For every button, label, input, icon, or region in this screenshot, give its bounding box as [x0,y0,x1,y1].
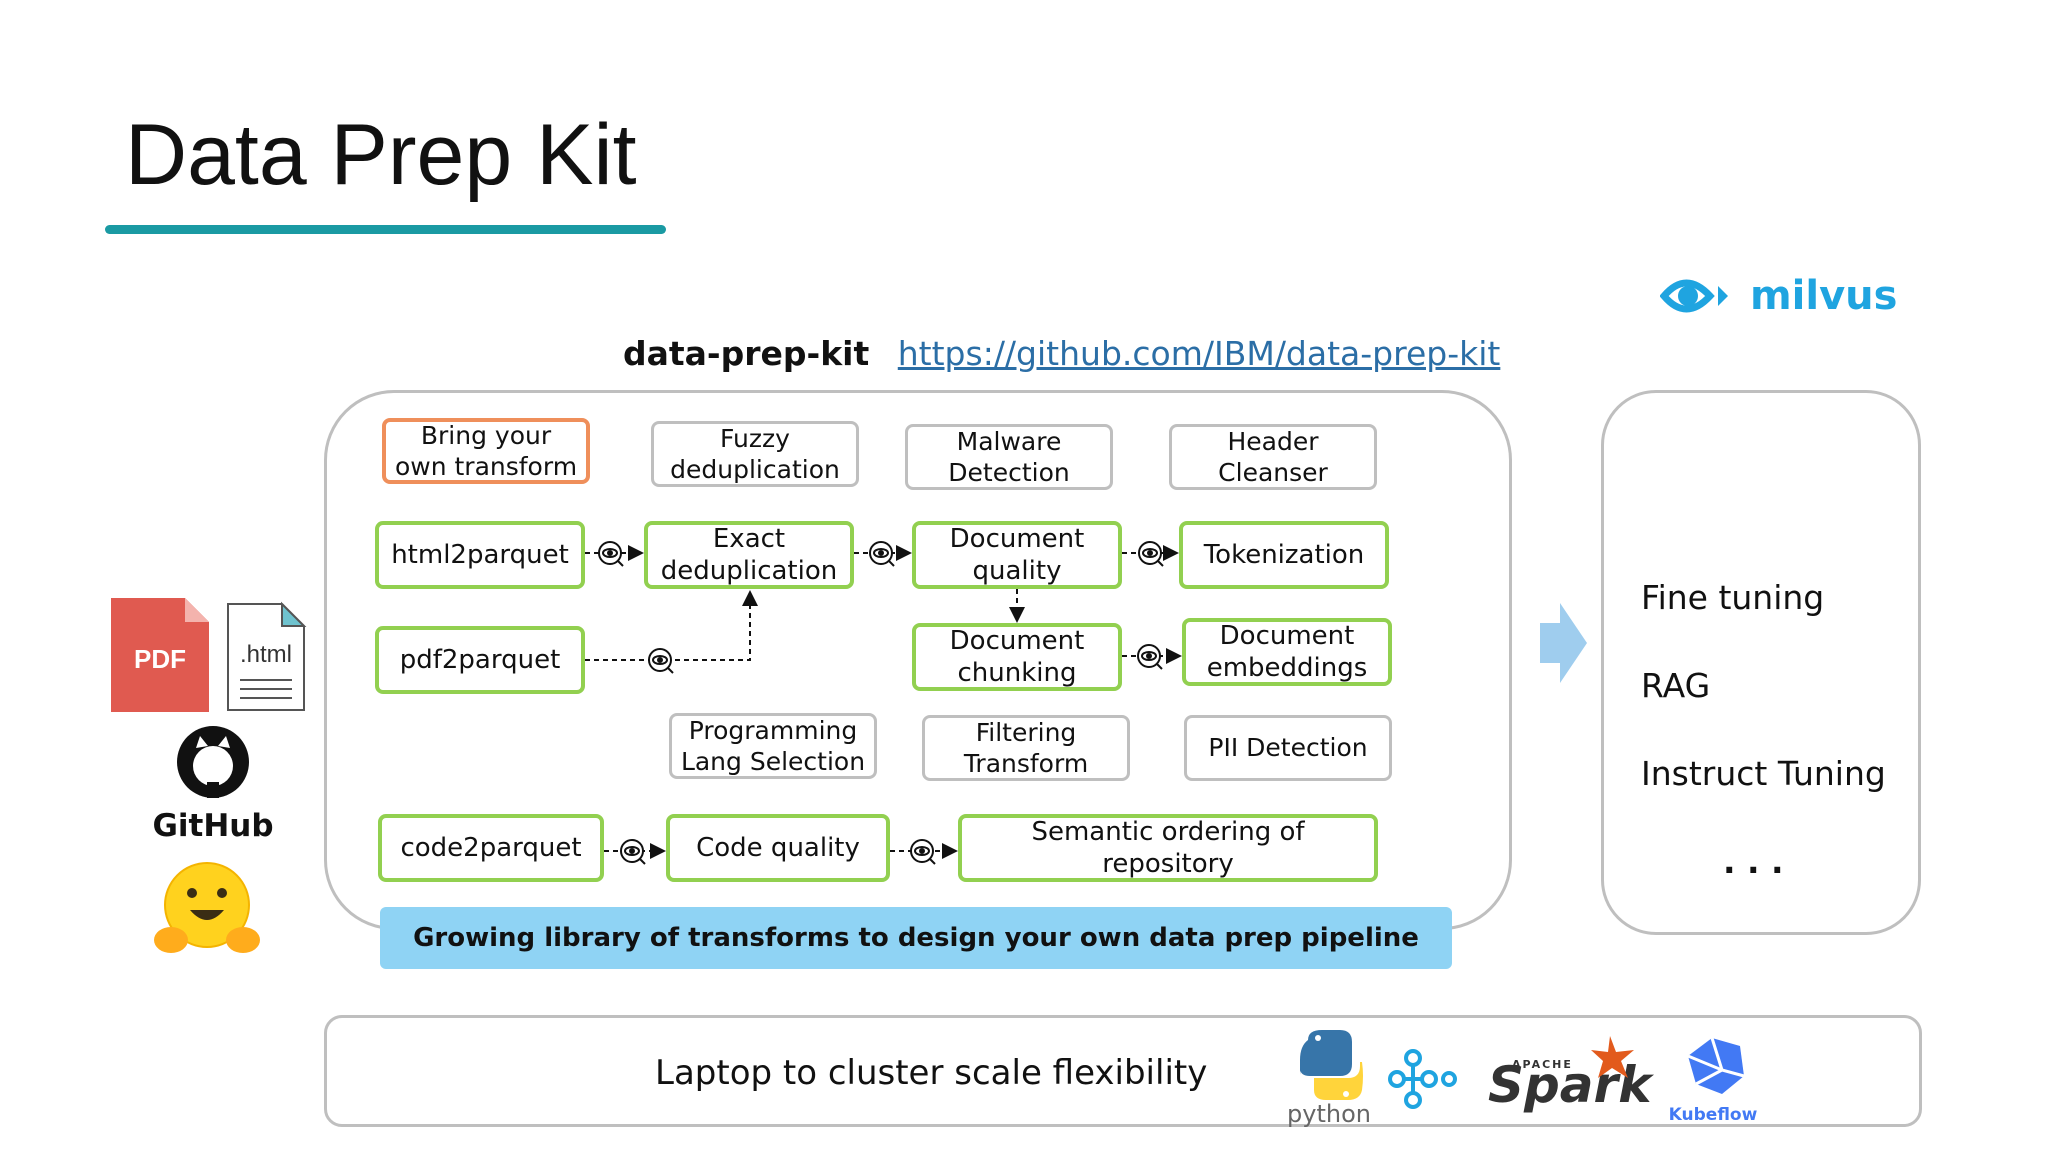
transform-programming-lang-selection: Programming Lang Selection [669,713,877,779]
html-label: .html [240,641,292,668]
transform-fuzzy-dedup: Fuzzy deduplication [651,421,859,487]
github-logo: GitHub [152,726,274,844]
scale-text: Laptop to cluster scale flexibility [655,1053,1208,1093]
pdf-label: PDF [134,644,186,674]
ray-network-icon [1388,1049,1457,1109]
milvus-logo: milvus [1660,268,1897,324]
transform-html2parquet: html2parquet [375,521,585,589]
repo-link[interactable]: https://github.com/IBM/data-prep-kit [897,334,1501,373]
repo-name: data-prep-kit [623,334,870,373]
transform-exact-dedup: Exact deduplication [644,521,854,589]
spark-label: Spark [1488,1056,1654,1114]
github-label: GitHub [152,808,273,844]
page-title: Data Prep Kit [125,107,637,203]
milvus-label: milvus [1750,273,1898,319]
transform-filtering: Filtering Transform [922,715,1130,781]
transform-document-chunking: Document chunking [912,623,1122,691]
eye-icon [1138,541,1164,567]
transform-bring-your-own: Bring your own transform [382,418,590,484]
transform-tokenization: Tokenization [1179,521,1389,589]
use-case-instruct-tuning: Instruct Tuning [1641,754,1886,793]
transform-document-embeddings: Document embeddings [1182,618,1392,686]
kubeflow-label: Kubeflow [1669,1105,1758,1125]
eye-icon [910,839,936,865]
html-file-icon: .html [227,601,307,711]
connector-pdf2parquet-exact [585,590,758,661]
eye-icon [620,839,646,865]
hugging-face-icon [154,862,260,953]
transform-code-quality: Code quality [666,814,890,882]
transforms-banner: Growing library of transforms to design … [380,907,1452,969]
kubeflow-logo: Kubeflow [1669,1037,1758,1125]
eye-icon [1137,644,1163,670]
spark-apache-label: APACHE [1512,1058,1573,1071]
eye-icon [598,541,624,567]
transform-pii-detection: PII Detection [1184,715,1392,781]
title-underline [105,225,666,234]
transform-pdf2parquet: pdf2parquet [375,626,585,694]
use-case-fine-tuning: Fine tuning [1641,578,1825,617]
use-cases-frame [1601,390,1921,935]
transform-malware-detection: Malware Detection [905,424,1113,490]
eye-icon [648,648,674,674]
scale-frame [324,1015,1922,1127]
use-case-rag: RAG [1641,666,1711,705]
spark-logo: APACHE Spark [1488,1036,1654,1114]
eye-icon [869,541,895,567]
transform-header-cleanser: Header Cleanser [1169,424,1377,490]
milvus-eye-icon [1660,279,1728,313]
transform-semantic-ordering: Semantic ordering of repository [958,814,1378,882]
flow-arrow-icon [1540,603,1587,683]
repo-line: data-prep-kit https://github.com/IBM/dat… [623,334,1500,373]
transform-document-quality: Document quality [912,521,1122,589]
python-label: python [1287,1100,1371,1128]
python-logo: python [1287,1030,1371,1128]
use-case-more: . . . [1723,842,1784,881]
transform-code2parquet: code2parquet [378,814,604,882]
pdf-file-icon: PDF [111,598,209,712]
